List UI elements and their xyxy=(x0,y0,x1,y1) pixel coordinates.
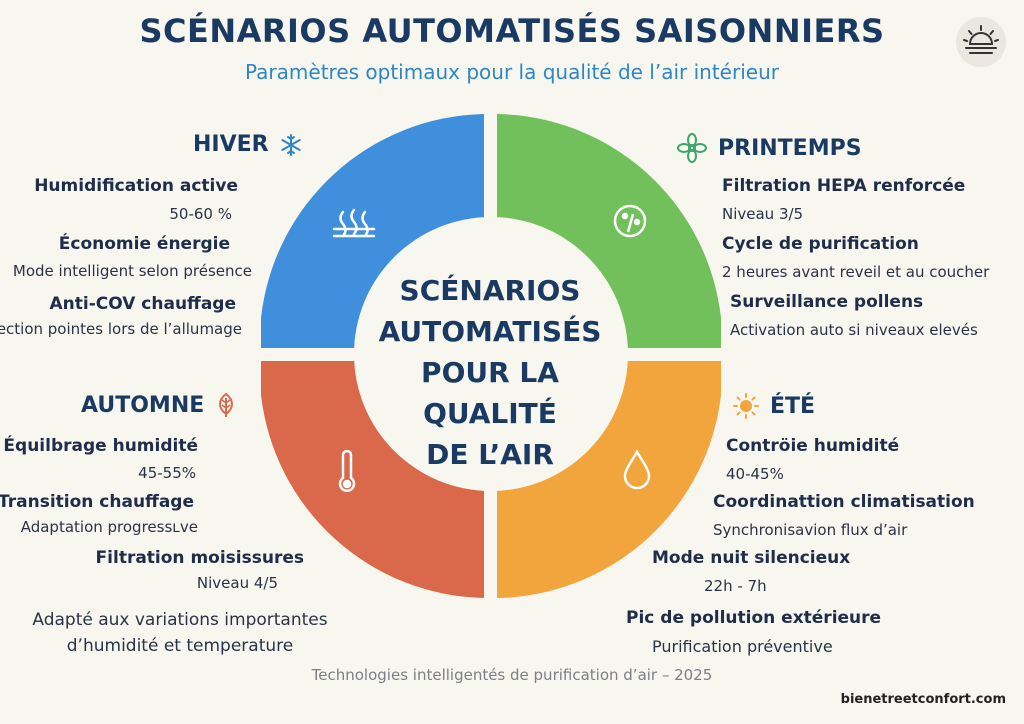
flower-icon xyxy=(677,133,707,163)
sun-icon xyxy=(733,393,759,419)
hiver-item-humidification: Humidification active 50-60 % xyxy=(34,176,238,223)
footer-caption: Technologies intelligentés de purificati… xyxy=(311,666,713,684)
page-subtitle: Paramètres optimaux pour la qualité de l… xyxy=(245,60,779,84)
hiver-item-anticov: Anti-COV chauffage xyxy=(49,294,236,314)
automne-segment xyxy=(261,361,484,598)
season-heading-hiver: HIVER xyxy=(193,132,303,157)
printemps-segment xyxy=(497,114,721,348)
center-label: SCÉNARIOS AUTOMATISÉS POUR LA QUALITÉ DE… xyxy=(378,274,602,471)
hiver-segment xyxy=(261,114,484,348)
water-drop-icon xyxy=(623,449,651,490)
heat-waves-icon xyxy=(332,208,376,238)
season-heading-ete: ÉTÉ xyxy=(732,392,815,420)
thermometer-icon xyxy=(338,449,356,492)
automne-note: Adapté aux variations importantes d’humi… xyxy=(32,610,328,656)
leaf-icon xyxy=(219,392,234,417)
ete-segment xyxy=(497,361,721,598)
automne-item-equilibrage: Équilbrage humidité xyxy=(3,436,198,456)
ete-item-coordination: Coordinattion climatisation Synchronisav… xyxy=(713,492,975,539)
season-heading-printemps: PRINTEMPS xyxy=(676,132,862,164)
ete-item-controle: Contröie humidité 40-45% xyxy=(726,436,900,483)
season-heading-automne: AUTOMNE xyxy=(81,392,238,418)
ring-center xyxy=(354,217,628,491)
page-title: SCÉNARIOS AUTOMATISÉS SAISONNIERS xyxy=(139,12,885,50)
ete-item-pic-pollution: Pic de pollution extérieure Purification… xyxy=(626,608,882,656)
automne-item-transition: Transition chauffage xyxy=(0,492,194,512)
printemps-item-filtration: Filtration HEPA renforcée Niveau 3/5 xyxy=(722,176,966,223)
snowflake-icon xyxy=(280,133,301,156)
printemps-item-surveillance: Surveillance pollens Activation auto si … xyxy=(730,292,978,339)
hiver-automne-left-column: Humidification active 50-60 % Économie é… xyxy=(0,176,252,536)
site-credit: bienetreetconfort.com xyxy=(840,692,1006,707)
pollen-icon xyxy=(613,204,647,238)
ete-item-mode-nuit: Mode nuit silencieux 22h - 7h xyxy=(652,548,851,595)
hiver-item-economie: Économie énergie xyxy=(58,234,230,254)
sunrise-logo-icon xyxy=(956,17,1006,67)
printemps-item-cycle: Cycle de purification 2 heures avant rev… xyxy=(722,234,990,281)
